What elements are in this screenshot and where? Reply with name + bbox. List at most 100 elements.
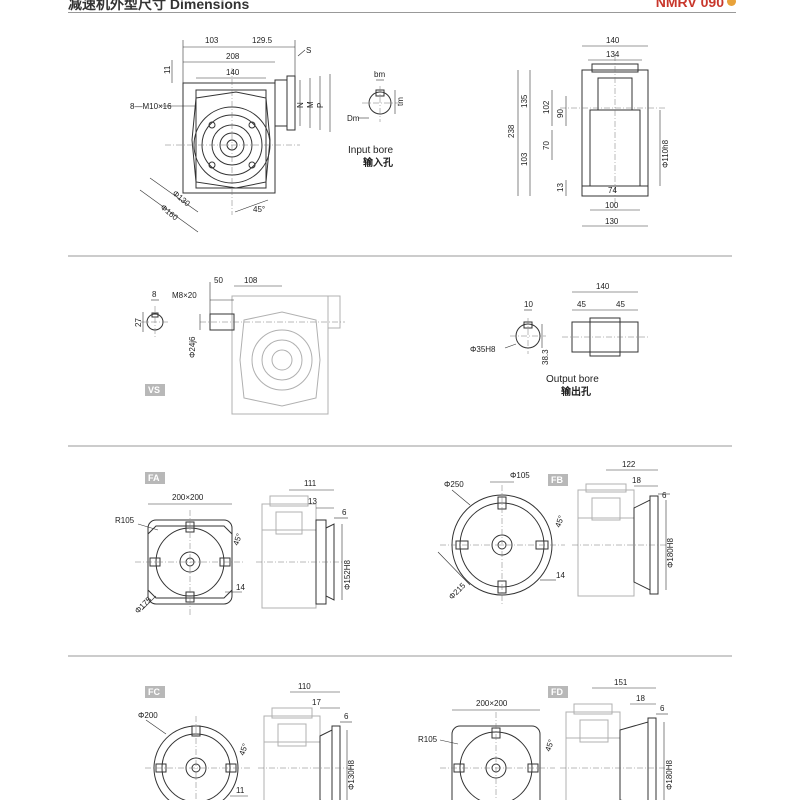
fd-dim-18: 18 xyxy=(636,694,645,703)
input-bore-label-cn: 输入孔 xyxy=(363,156,393,169)
fc-dim-phi200: Φ200 xyxy=(138,711,158,720)
fc-dim-110: 110 xyxy=(298,682,311,691)
input-bore-label-en: Input bore xyxy=(348,145,393,156)
side-dim-140: 140 xyxy=(606,36,620,45)
vs-dim-50: 50 xyxy=(214,276,223,285)
fb-dim-122: 122 xyxy=(622,460,636,469)
out-dim-phi35: Φ35H8 xyxy=(470,345,496,354)
out-dim-38-3: 38.3 xyxy=(541,349,550,365)
side-dim-90: 90 xyxy=(556,109,565,118)
out-dim-45b: 45 xyxy=(616,300,625,309)
side-dim-74: 74 xyxy=(608,186,617,195)
tag-fd-text: FD xyxy=(551,687,563,697)
side-dim-130: 130 xyxy=(605,217,619,226)
tag-fd xyxy=(548,686,568,698)
fb-side-view xyxy=(572,469,670,597)
angle-45: 45° xyxy=(253,205,265,214)
tag-fb xyxy=(548,474,568,486)
brand-dot-icon xyxy=(727,0,736,6)
fa-angle-45: 45° xyxy=(231,532,244,546)
fb-dim-14: 14 xyxy=(556,571,565,580)
fb-dim-phi215: Φ215 xyxy=(447,581,468,602)
fc-angle-45: 45° xyxy=(237,742,250,756)
page-header: 减速机外型尺寸 Dimensions NMRV 090 xyxy=(68,0,736,13)
output-bore-label-cn: 输出孔 xyxy=(561,385,591,398)
side-dim-100: 100 xyxy=(605,201,619,210)
out-dim-10: 10 xyxy=(524,300,533,309)
fa-dim-phi175: Φ175 xyxy=(133,595,154,616)
fb-dim-6: 6 xyxy=(662,491,667,500)
side-view xyxy=(517,45,665,227)
fa-dim-r105: R105 xyxy=(115,516,135,525)
side-dim-70: 70 xyxy=(542,141,551,150)
side-dim-134: 134 xyxy=(606,50,620,59)
fc-dim-phi130: Φ130H8 xyxy=(347,759,356,790)
tag-fb-text: FB xyxy=(551,475,563,485)
fc-side-view xyxy=(258,691,352,800)
label-P: P xyxy=(316,103,325,108)
dim-140: 140 xyxy=(226,68,240,77)
tag-vs-text: VS xyxy=(148,385,160,395)
vs-dim-8: 8 xyxy=(152,290,157,299)
tag-fa-text: FA xyxy=(148,473,160,483)
side-dim-238: 238 xyxy=(507,124,516,138)
vs-dim-108: 108 xyxy=(244,276,258,285)
fd-dim-square: 200×200 xyxy=(476,699,508,708)
dim-208: 208 xyxy=(226,52,240,61)
side-dim-103: 103 xyxy=(520,152,529,166)
side-dim-13: 13 xyxy=(556,183,565,192)
label-S: S xyxy=(306,46,311,55)
dim-11: 11 xyxy=(163,65,172,74)
tag-fa xyxy=(145,472,165,484)
fa-dim-111: 111 xyxy=(304,479,317,488)
fb-dim-phi105: Φ105 xyxy=(510,471,530,480)
fa-dim-6: 6 xyxy=(342,508,347,517)
label-bm: bm xyxy=(374,70,385,79)
fb-dim-phi180: Φ180H8 xyxy=(666,537,675,568)
output-shaft-view xyxy=(562,291,648,357)
vs-dim-phi24: Φ24j6 xyxy=(188,336,197,358)
fa-dim-14: 14 xyxy=(236,583,245,592)
tag-fc-text: FC xyxy=(148,687,160,697)
model-code: NMRV 090 xyxy=(655,0,724,10)
fb-dim-phi250: Φ250 xyxy=(444,480,464,489)
label-Dm: Dm xyxy=(347,114,360,123)
output-bore-label-en: Output bore xyxy=(546,374,599,385)
fb-dim-18: 18 xyxy=(632,476,641,485)
vs-view xyxy=(199,282,345,415)
label-N: N xyxy=(296,102,305,108)
dim-phi160: Φ160 xyxy=(159,203,180,223)
fa-front-view xyxy=(135,503,245,615)
page-title: 减速机外型尺寸 Dimensions xyxy=(68,0,250,12)
fa-dim-square: 200×200 xyxy=(172,493,204,502)
output-bore-detail xyxy=(504,309,546,354)
label-tm: tm xyxy=(396,97,405,106)
fa-dim-phi152: Φ152H8 xyxy=(343,559,352,590)
fd-dim-phi180: Φ180H8 xyxy=(665,759,674,790)
fd-angle-45: 45° xyxy=(543,738,556,752)
fd-dim-6: 6 xyxy=(660,704,665,713)
side-dim-102: 102 xyxy=(542,100,551,114)
fc-dim-6: 6 xyxy=(344,712,349,721)
fb-front-view xyxy=(437,481,565,605)
tag-fc xyxy=(145,686,165,698)
out-dim-45a: 45 xyxy=(577,300,586,309)
fa-dim-13: 13 xyxy=(308,497,317,506)
fd-front-view xyxy=(439,709,555,800)
fc-dim-17: 17 xyxy=(312,698,321,707)
fb-angle-45: 45° xyxy=(553,514,566,528)
vs-shaft-section xyxy=(140,299,170,338)
vs-thread: M8×20 xyxy=(172,291,197,300)
fd-dim-151: 151 xyxy=(614,678,628,687)
dim-103: 103 xyxy=(205,36,219,45)
tag-vs xyxy=(145,384,165,396)
label-M: M xyxy=(306,101,315,108)
out-dim-140: 140 xyxy=(596,282,610,291)
bolt-spec: 8—M10×16 xyxy=(130,102,172,111)
front-view xyxy=(139,40,331,233)
dim-129-5: 129.5 xyxy=(252,36,273,45)
side-dim-phi110: Φ110h8 xyxy=(661,139,670,168)
input-bore-detail xyxy=(358,79,398,122)
fd-dim-r105: R105 xyxy=(418,735,438,744)
vs-dim-27: 27 xyxy=(134,318,143,327)
